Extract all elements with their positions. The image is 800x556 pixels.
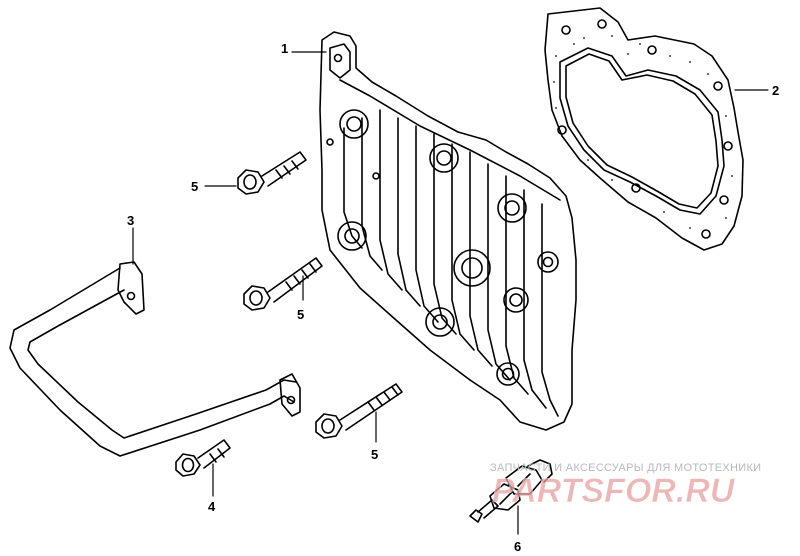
callout-1-cylinder-head: 1 — [281, 41, 289, 56]
bolt-middle — [243, 257, 323, 311]
bolt-upper-left — [237, 151, 307, 195]
callout-5-bolt-upper: 5 — [191, 179, 199, 194]
callout-5-bolt-lower: 5 — [371, 447, 379, 462]
head-gasket — [544, 7, 744, 251]
cylinder-head — [319, 31, 577, 431]
callout-2-head-gasket: 2 — [772, 83, 780, 98]
bracket — [9, 261, 301, 457]
watermark-logo: PARTSFOR.RU — [492, 472, 736, 508]
callout-5-bolt-middle: 5 — [297, 307, 305, 322]
small-bolt — [175, 439, 231, 477]
callout-3-bracket: 3 — [127, 213, 135, 228]
bolt-lower — [315, 383, 403, 439]
callout-4-small-bolt: 4 — [208, 499, 216, 514]
callout-6-spark-plug: 6 — [514, 539, 522, 554]
watermark-brand: PARTSFOR.RU — [492, 472, 736, 508]
spark-plug — [469, 459, 553, 523]
watermark-caption: ЗАПЧАСТИ И АКСЕССУАРЫ ДЛЯ МОТОТЕХНИКИ — [490, 462, 762, 474]
